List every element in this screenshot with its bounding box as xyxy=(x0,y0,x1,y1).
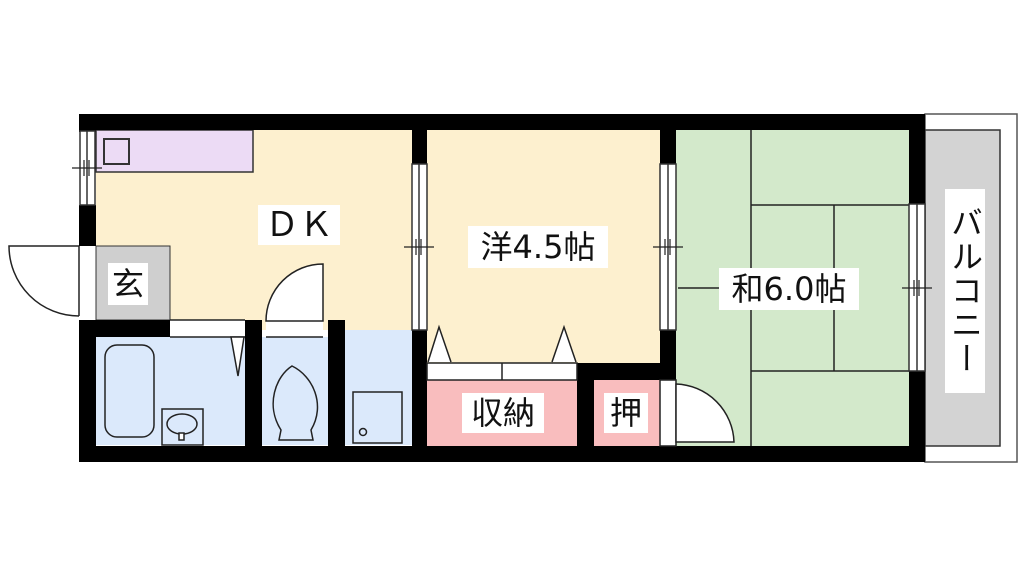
toilet-icon xyxy=(272,365,319,441)
kitchen-counter xyxy=(95,129,254,173)
storage-doors xyxy=(426,324,578,381)
toilet-door xyxy=(170,263,324,377)
washing-machine-icon xyxy=(352,391,403,444)
room-label-entrance: 玄 xyxy=(108,263,148,305)
bathtub-icon xyxy=(104,344,155,438)
room-label-japanese: 和6.0帖 xyxy=(719,268,859,310)
oshiire-door xyxy=(659,379,735,447)
bath-floor xyxy=(96,337,245,445)
window-marks xyxy=(72,160,932,296)
room-label-oshiire: 押 xyxy=(604,393,648,433)
stove-icon xyxy=(103,138,130,165)
entrance-door xyxy=(8,245,95,320)
room-label-balcony: バルコニー xyxy=(945,189,985,393)
toilet-floor xyxy=(262,337,328,445)
room-label-dk: ＤＫ xyxy=(258,205,340,245)
room-label-western: 洋4.5帖 xyxy=(468,226,608,268)
sink-icon xyxy=(161,408,204,446)
laundry-floor xyxy=(345,330,412,445)
room-label-storage: 収納 xyxy=(462,393,544,433)
walls xyxy=(79,114,925,462)
